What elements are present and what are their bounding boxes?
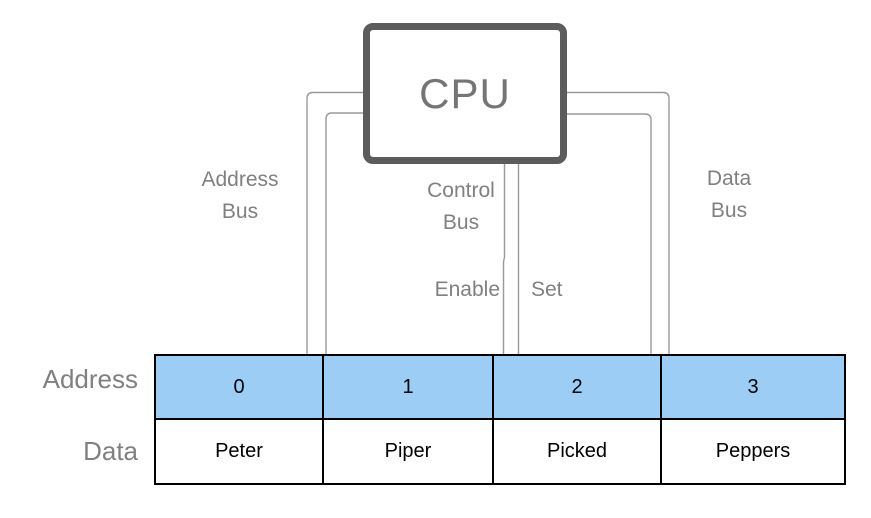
data-cell-2: Picked: [494, 420, 662, 483]
control-bus-label-line2: Bus: [442, 211, 480, 234]
address-bus-label-line1: Address: [201, 168, 279, 191]
enable-signal-label: Enable: [434, 278, 500, 301]
cpu-box: CPU: [363, 23, 567, 164]
address-bus-wire-outer: [306, 91, 363, 354]
address-row-label: Address: [42, 364, 138, 394]
address-cell-0: 0: [156, 356, 324, 418]
address-cell-2: 2: [494, 356, 662, 418]
memory-address-row: 0 1 2 3: [156, 356, 844, 420]
address-bus-label: Address Bus: [175, 164, 305, 228]
memory-data-row: Peter Piper Picked Peppers: [156, 420, 844, 483]
data-bus-label: Data Bus: [664, 163, 794, 227]
address-cell-3: 3: [747, 375, 759, 398]
data-bus-wire-inner: [567, 113, 652, 354]
control-bus-label: Control Bus: [396, 175, 526, 239]
data-bus-wire-outer: [567, 91, 670, 354]
data-row-label: Data: [83, 436, 138, 466]
set-signal-label: Set: [531, 278, 563, 301]
data-cell-0: Peter: [156, 420, 324, 483]
address-bus-wire-inner: [325, 112, 363, 354]
memory-table: 0 1 2 3 Peter Piper Picked Peppers: [154, 354, 846, 485]
data-bus-label-line2: Bus: [710, 199, 748, 222]
data-cell-1: Piper: [324, 420, 494, 483]
control-bus-label-line1: Control: [427, 179, 495, 202]
address-bus-label-line2: Bus: [221, 200, 259, 223]
data-cell-3: Peppers: [715, 440, 791, 462]
cpu-label: CPU: [419, 69, 511, 117]
data-bus-label-line1: Data: [706, 167, 752, 190]
control-bus-wire-enable: [502, 163, 506, 354]
address-cell-1: 1: [324, 356, 494, 418]
